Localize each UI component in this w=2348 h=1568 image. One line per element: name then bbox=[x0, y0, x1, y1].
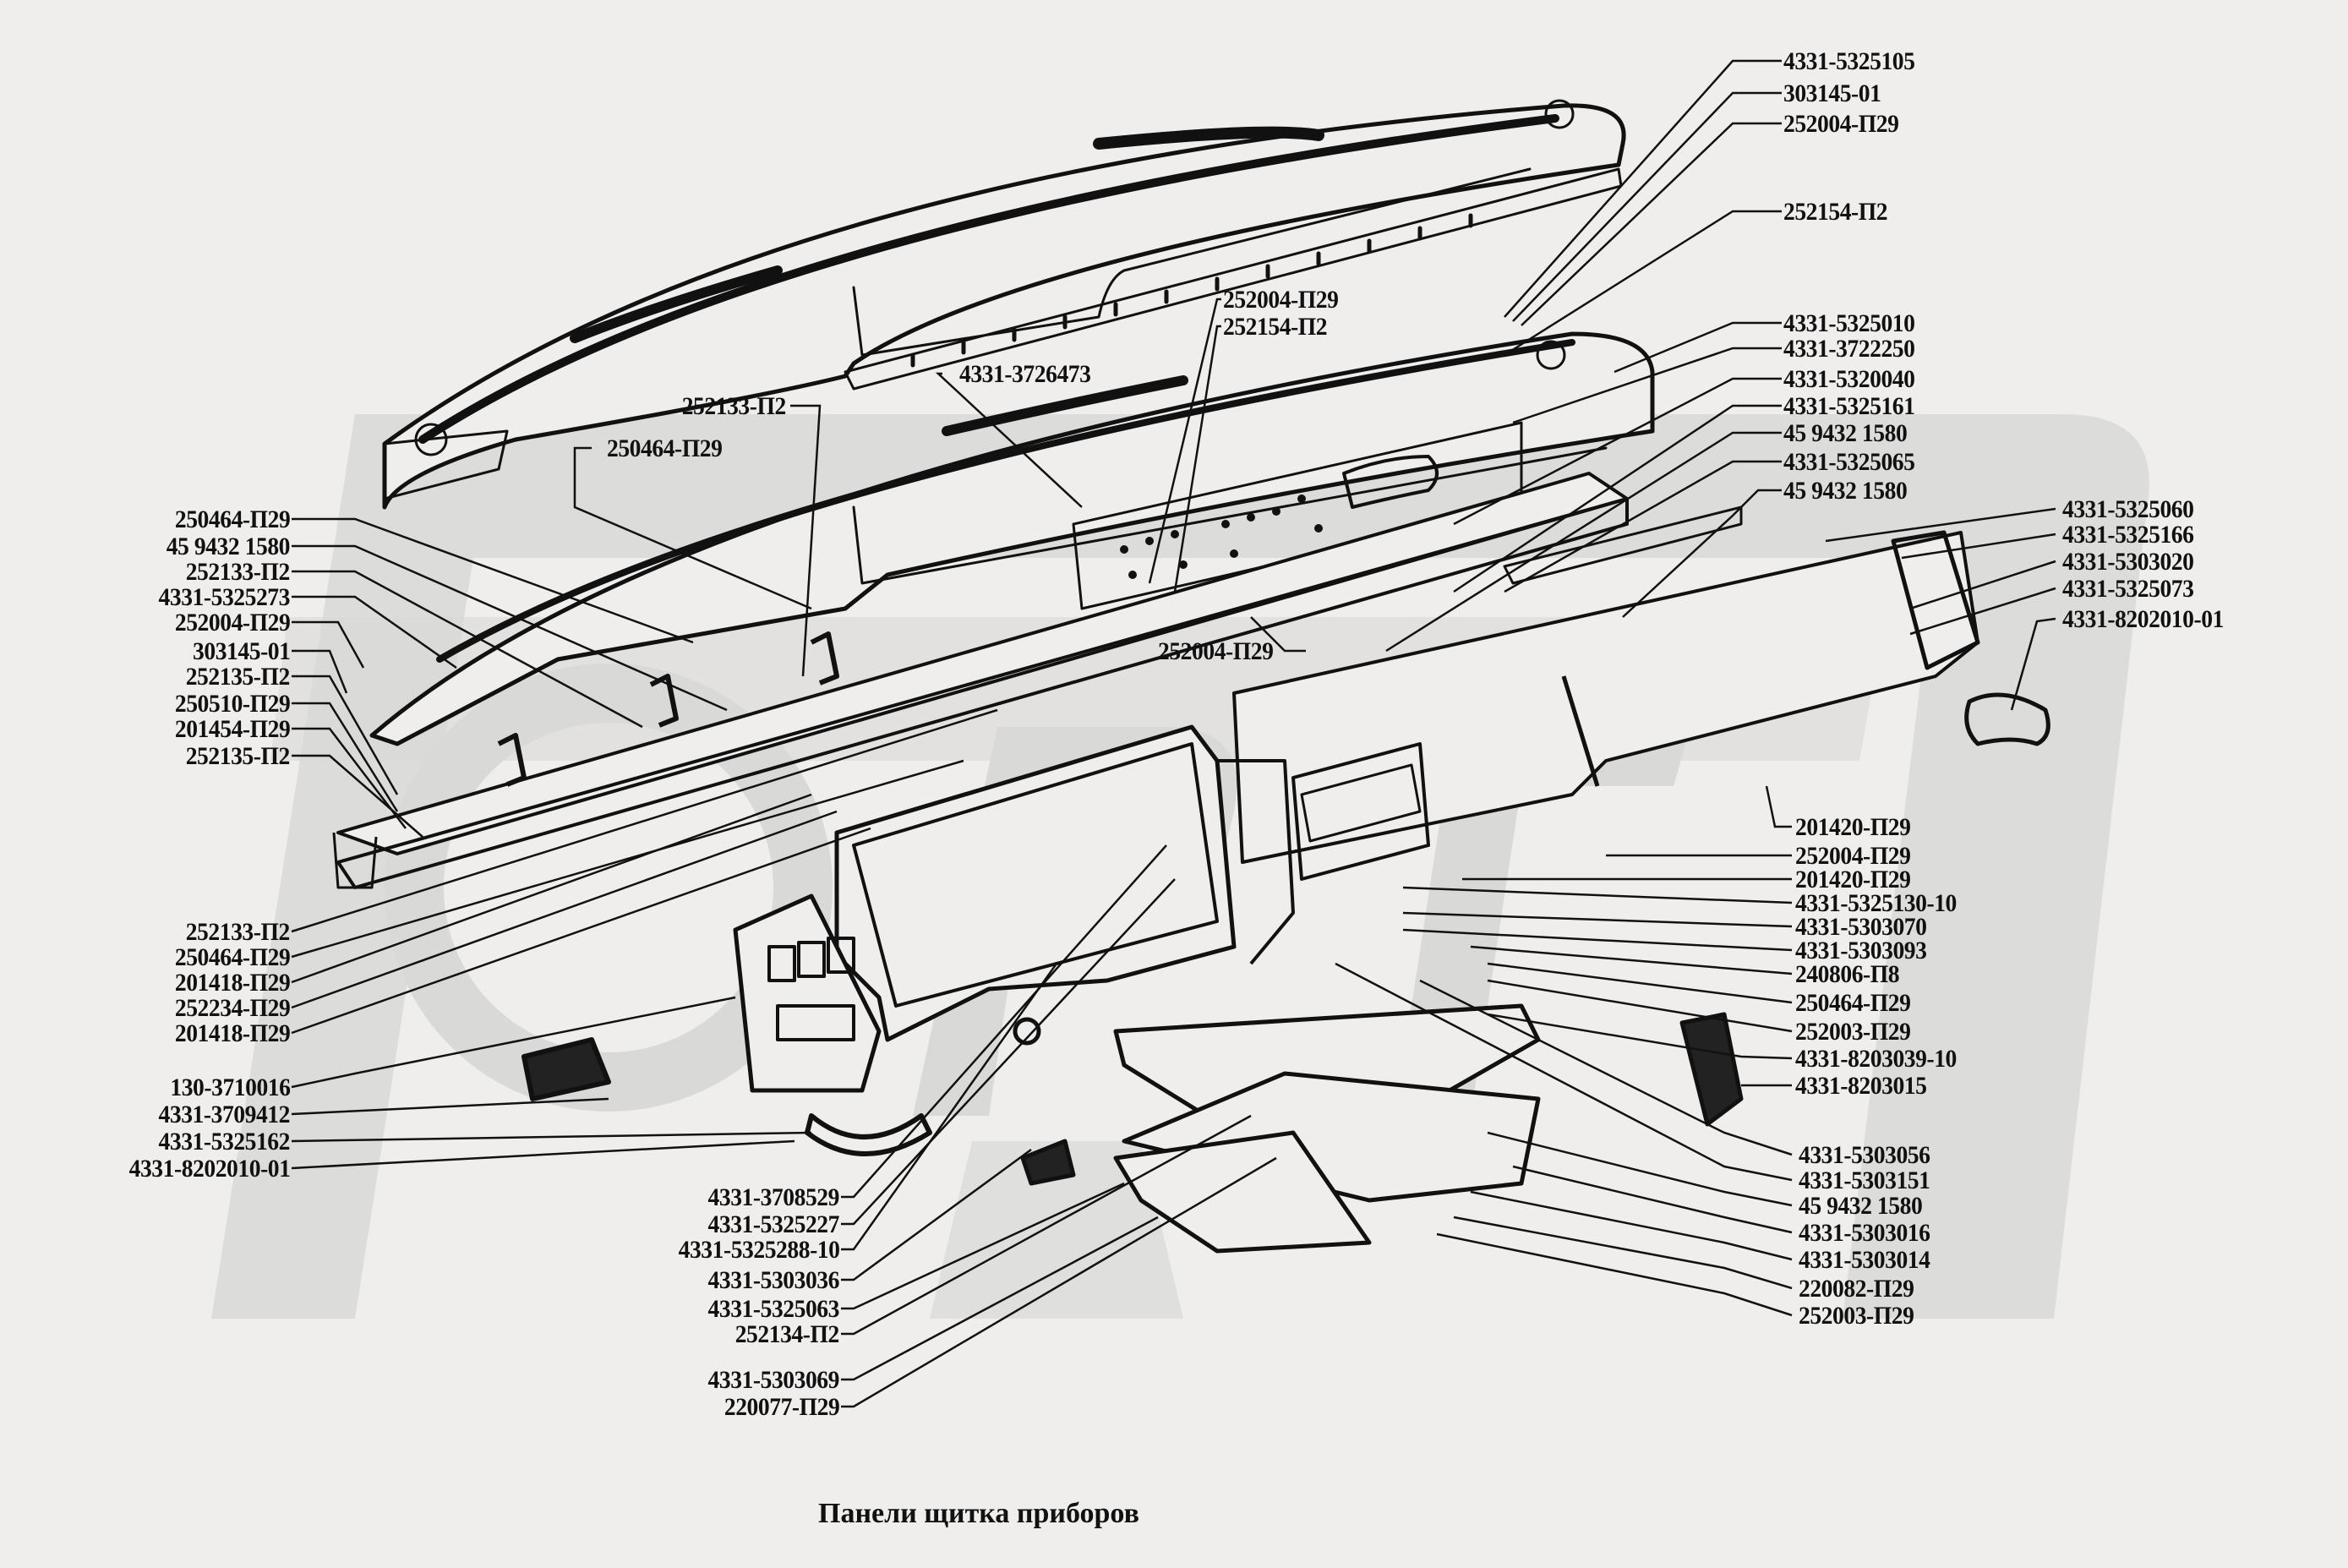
part-number-label: 201420-П29 bbox=[1795, 813, 1911, 841]
part-number-label: 4331-5325065 bbox=[1783, 448, 1915, 476]
part-number-label: 4331-5325162 bbox=[158, 1128, 291, 1156]
part-number-label: 4331-5303020 bbox=[2062, 548, 2194, 576]
part-number-label: 4331-5303016 bbox=[1799, 1219, 1930, 1247]
leader-lines bbox=[291, 59, 2056, 1408]
part-number-label: 4331-5325105 bbox=[1783, 47, 1915, 75]
part-number-label: 4331-5325273 bbox=[158, 583, 291, 611]
part-number-label: 201420-П29 bbox=[1795, 866, 1911, 893]
part-number-label: 4331-5303014 bbox=[1799, 1246, 1930, 1274]
part-number-label: 4331-5325166 bbox=[2062, 521, 2194, 549]
part-number-label: 4331-5325060 bbox=[2062, 495, 2194, 523]
part-number-label: 252154-П2 bbox=[1223, 313, 1328, 341]
part-number-label: 252004-П29 bbox=[1783, 110, 1899, 138]
part-number-label: 4331-3722250 bbox=[1783, 335, 1915, 363]
part-number-label: 4331-5303056 bbox=[1799, 1141, 1930, 1169]
part-number-label: 4331-5303151 bbox=[1799, 1166, 1930, 1194]
part-number-label: 252234-П29 bbox=[174, 994, 291, 1022]
part-number-label: 252133-П2 bbox=[185, 558, 291, 586]
part-number-label: 252154-П2 bbox=[1783, 198, 1888, 226]
part-number-label: 252135-П2 bbox=[185, 742, 291, 770]
part-number-label: 4331-3726473 bbox=[959, 360, 1091, 388]
part-number-label: 4331-8203015 bbox=[1795, 1072, 1927, 1100]
part-number-label: 250464-П29 bbox=[607, 434, 723, 462]
part-number-label: 252004-П29 bbox=[174, 609, 291, 636]
part-number-label: 201454-П29 bbox=[174, 715, 291, 743]
part-number-label: 250464-П29 bbox=[174, 505, 291, 533]
figure-caption: Панели щитка приборов bbox=[818, 1498, 1139, 1529]
part-number-label: 4331-5303093 bbox=[1795, 937, 1927, 964]
instrument-cluster-panel bbox=[733, 724, 1430, 1093]
part-number-label: 250510-П29 bbox=[174, 690, 291, 718]
part-number-label: 4331-3708529 bbox=[707, 1183, 840, 1211]
part-number-label: 252134-П2 bbox=[734, 1320, 840, 1348]
part-number-label: 45 9432 1580 bbox=[1783, 477, 1908, 505]
part-number-label: 250464-П29 bbox=[1795, 989, 1911, 1017]
part-number-label: 252135-П2 bbox=[185, 663, 291, 691]
part-number-label: 252004-П29 bbox=[1223, 286, 1339, 314]
part-number-label: 4331-8202010-01 bbox=[128, 1155, 290, 1183]
right-dash-section bbox=[1232, 505, 2050, 864]
part-number-label: 201418-П29 bbox=[174, 969, 291, 997]
part-number-label: 4331-5325161 bbox=[1783, 392, 1915, 420]
part-number-label: 220077-П29 bbox=[724, 1393, 840, 1421]
part-number-label: 4331-3709412 bbox=[158, 1101, 291, 1128]
part-number-label: 252004-П29 bbox=[1795, 842, 1911, 870]
part-number-label: 252003-П29 bbox=[1799, 1302, 1914, 1330]
part-number-label: 240806-П8 bbox=[1795, 960, 1900, 988]
part-number-label: 252003-П29 bbox=[1795, 1018, 1911, 1046]
part-number-label: 4331-8202010-01 bbox=[2062, 605, 2224, 633]
part-number-label: 4331-5303036 bbox=[707, 1266, 840, 1294]
part-number-label: 252133-П2 bbox=[185, 918, 291, 946]
part-number-label: 130-3710016 bbox=[169, 1074, 291, 1101]
handles-and-glovebox bbox=[521, 1003, 1744, 1254]
upper-dash-panel bbox=[369, 331, 1655, 746]
part-number-label: 45 9432 1580 bbox=[1783, 419, 1908, 447]
part-number-label: 250464-П29 bbox=[174, 943, 291, 971]
part-number-label: 4331-5325130-10 bbox=[1795, 889, 1957, 917]
part-number-label: 4331-5325063 bbox=[707, 1295, 840, 1323]
part-number-label: 4331-8203039-10 bbox=[1795, 1045, 1957, 1073]
part-number-label: 4331-5325227 bbox=[707, 1210, 840, 1238]
part-number-label: 252004-П29 bbox=[1158, 637, 1274, 665]
part-number-label: 252133-П2 bbox=[681, 392, 787, 420]
part-number-label: 220082-П29 bbox=[1799, 1275, 1914, 1303]
part-number-label: 4331-5325288-10 bbox=[678, 1236, 839, 1264]
part-number-label: 45 9432 1580 bbox=[166, 533, 291, 560]
part-number-label: 4331-5303069 bbox=[707, 1366, 840, 1394]
part-number-label: 4331-5303070 bbox=[1795, 913, 1927, 941]
part-number-label: 4331-5325010 bbox=[1783, 309, 1915, 337]
part-number-label: 201418-П29 bbox=[174, 1019, 291, 1047]
part-number-label: 4331-5325073 bbox=[2062, 575, 2194, 603]
part-number-label: 45 9432 1580 bbox=[1799, 1192, 1923, 1220]
part-number-label: 4331-5320040 bbox=[1783, 365, 1915, 393]
part-number-label: 303145-01 bbox=[1783, 79, 1881, 107]
part-number-label: 303145-01 bbox=[192, 637, 291, 665]
